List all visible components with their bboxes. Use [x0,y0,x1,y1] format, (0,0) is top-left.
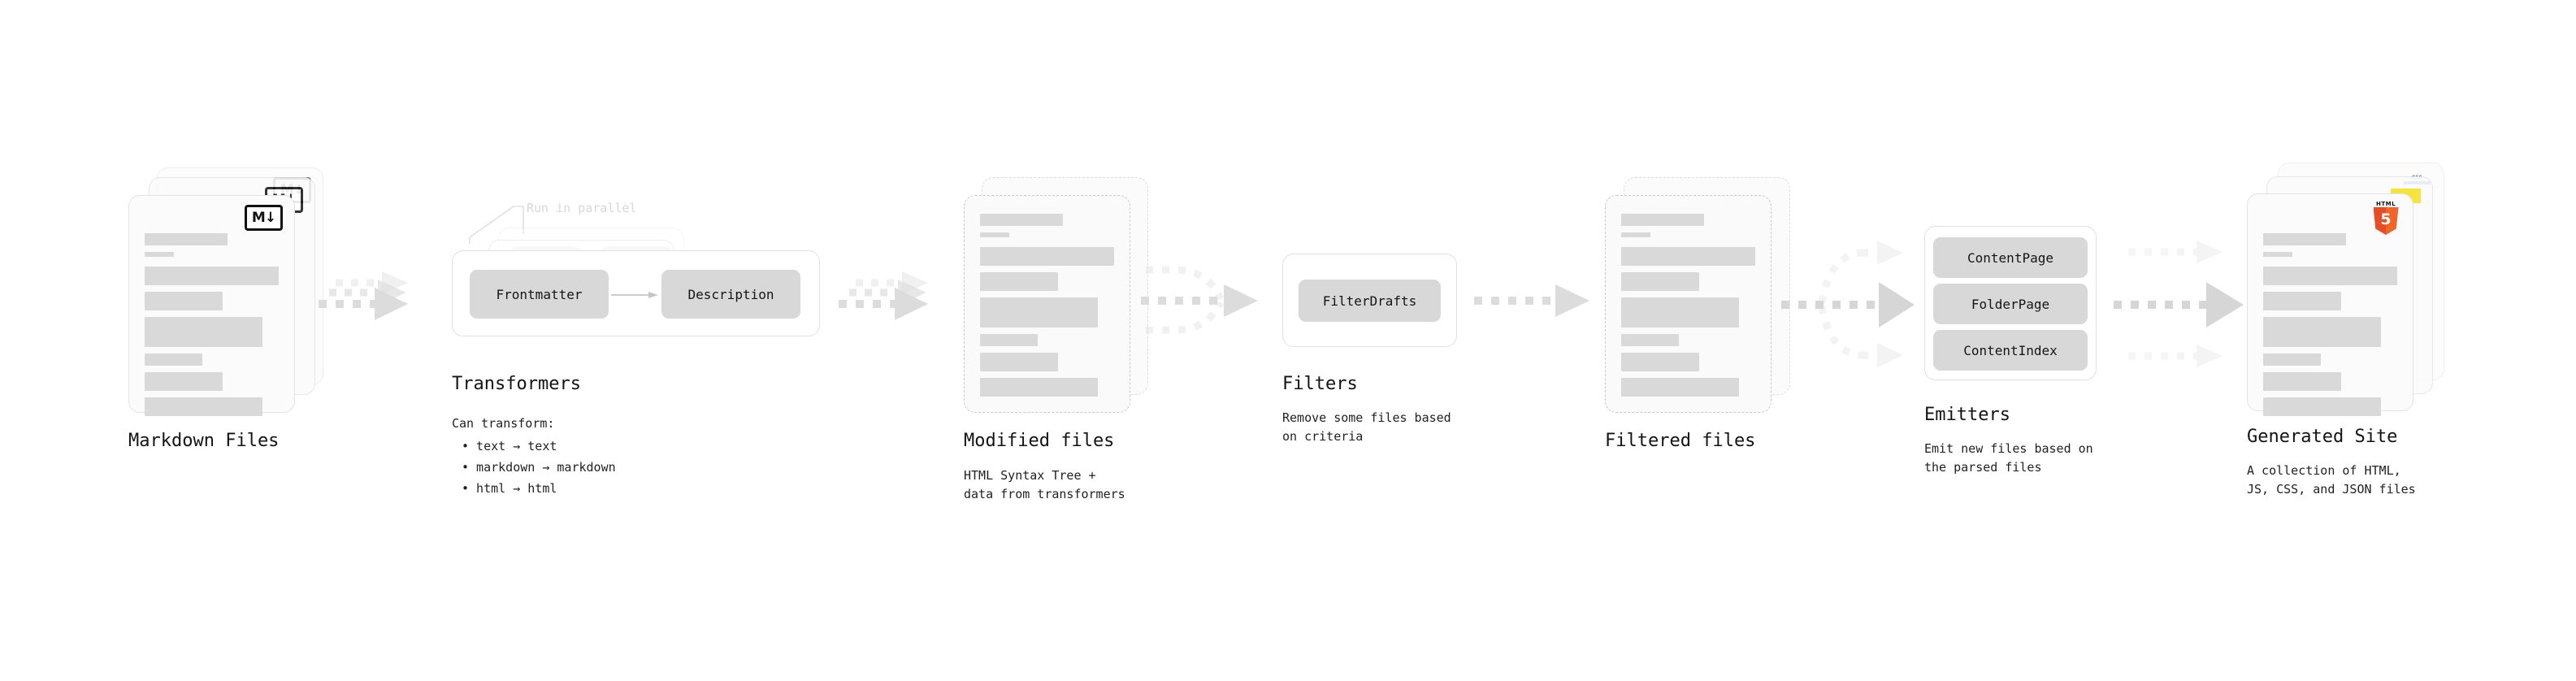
doc-bar [2263,397,2382,416]
arrow-markdown-to-transformers [307,268,445,333]
generated-site-subtitle: A collection of HTML, JS, CSS, and JSON … [2247,463,2416,497]
stage-title-emitters: Emitters [1924,405,2010,425]
modified-card-front [964,195,1130,413]
run-in-parallel-leader [469,206,524,244]
doc-bar [980,272,1058,291]
doc-bar [980,353,1058,371]
emitter-pill-folderpage[interactable]: FolderPage [1933,284,2088,324]
filters-subtitle: Remove some files based on criteria [1282,410,1451,444]
doc-bar [980,297,1099,327]
markdown-card-front: M↓ [128,195,295,416]
transformers-subtitle-head: Can transform: [452,416,555,431]
doc-bar [1621,378,1740,397]
html5-icon-label: HTML [2375,201,2396,207]
doc-bar [1621,232,1651,237]
stage-title-filters: Filters [1282,374,1358,394]
html5-icon-shield: 5 [2373,207,2399,235]
stage-title-modified-files: Modified files [964,431,1115,451]
transformer-pill-frontmatter[interactable]: Frontmatter [470,270,609,319]
site-card-front: HTML 5 [2247,193,2413,416]
doc-bar [980,232,1010,237]
doc-content-bars [980,214,1114,403]
doc-bar [145,354,202,366]
html5-icon-digit: 5 [2380,210,2392,228]
doc-bar [980,247,1114,266]
filter-pill-filterdrafts[interactable]: FilterDrafts [1299,280,1441,322]
doc-bar [145,233,228,245]
transformer-inner-arrow [611,292,658,298]
doc-bar [145,267,279,285]
doc-bar [1621,247,1755,266]
transformers-bullet-1: • markdown → markdown [462,460,616,475]
doc-bar [2263,267,2397,285]
doc-content-bars [145,233,279,423]
doc-bar [1621,214,1705,226]
run-in-parallel-label: Run in parallel [527,201,637,215]
doc-bar [1621,353,1699,371]
emitter-pill-contentpage[interactable]: ContentPage [1933,237,2088,278]
doc-bar [2263,252,2293,257]
stage-title-filtered-files: Filtered files [1605,431,1756,451]
stage-title-generated-site: Generated Site [2247,427,2398,447]
doc-bar [1621,334,1679,346]
stage-title-markdown-files: Markdown Files [128,431,280,451]
modified-files-subtitle: HTML Syntax Tree + data from transformer… [964,468,1125,501]
html5-icon: HTML 5 [2370,201,2401,236]
doc-bar [145,317,263,347]
doc-bar [980,214,1064,226]
filtered-card-front [1605,195,1772,413]
doc-bar [145,372,223,391]
emitters-subtitle: Emit new files based on the parsed files [1924,441,2093,475]
doc-bar [2263,233,2347,245]
emitter-pill-contentindex[interactable]: ContentIndex [1933,330,2088,371]
doc-content-bars [1621,214,1755,403]
doc-bar [2263,292,2341,310]
markdown-icon: M↓ [245,205,283,231]
stage-title-transformers: Transformers [452,374,581,394]
doc-bar [1621,272,1699,291]
doc-bar [980,334,1038,346]
arrow-filtered-to-emitters [1780,232,1926,378]
doc-content-bars [2263,233,2397,423]
doc-bar [145,292,223,310]
arrow-filters-to-filtered [1471,283,1593,319]
doc-bar [2263,354,2321,366]
arrow-transformers-to-modified [827,268,965,333]
doc-bar [145,397,263,416]
doc-bar [2263,372,2341,391]
arrow-modified-to-filters [1136,252,1266,349]
doc-bar [2263,317,2382,347]
doc-bar [1621,297,1740,327]
transformers-bullet-0: • text → text [462,439,557,453]
arrow-emitters-to-site [2109,232,2255,378]
doc-bar [980,378,1099,397]
transformers-bullet-2: • html → html [462,481,557,496]
doc-bar [145,252,175,257]
transformer-pill-description[interactable]: Description [661,270,800,319]
